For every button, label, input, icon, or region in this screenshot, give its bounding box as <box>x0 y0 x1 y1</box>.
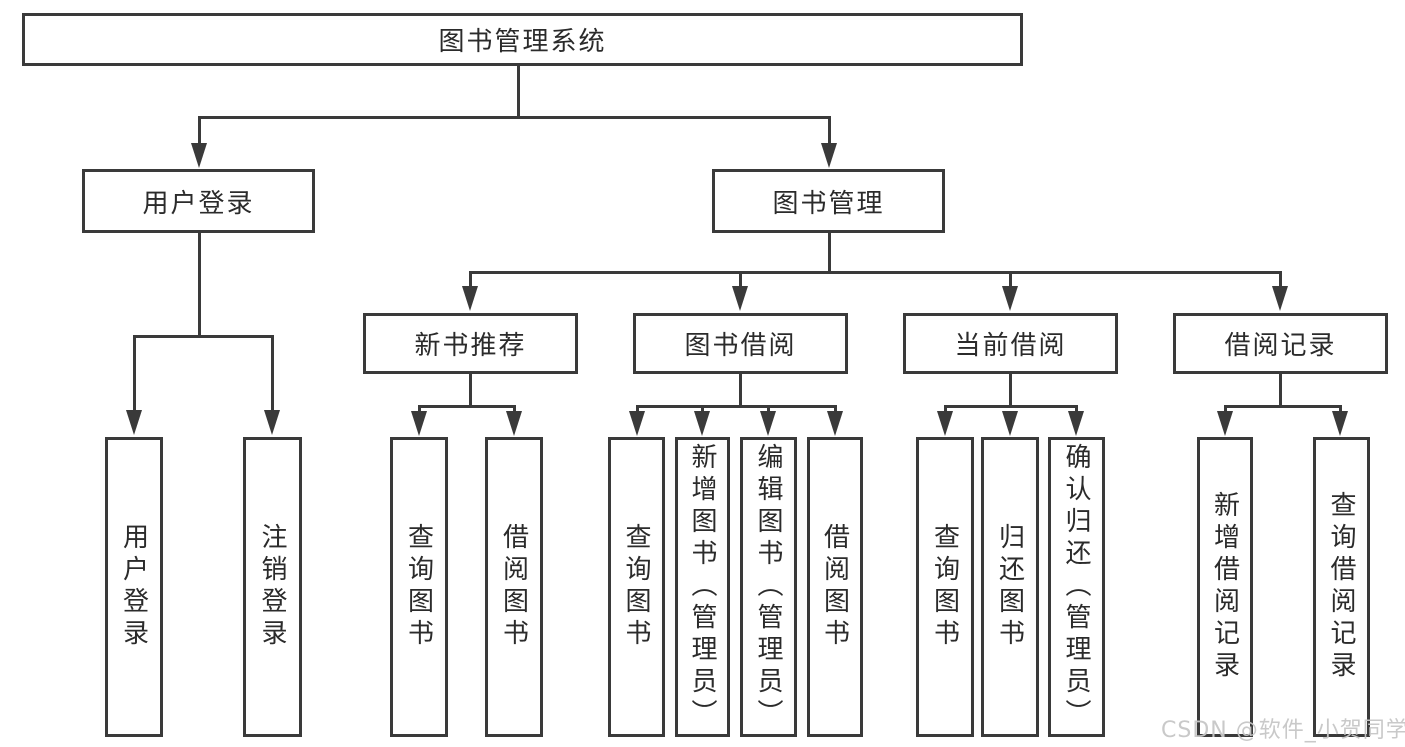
node-current-borrow-label: 当前借阅 <box>954 331 1067 361</box>
connector-stem <box>1279 374 1282 408</box>
node-book-management: 图书管理 <box>712 169 945 233</box>
node-borrow-records: 借阅记录 <box>1173 313 1388 374</box>
connector-stem <box>418 405 421 414</box>
node-book-borrow-label: 图书借阅 <box>684 331 797 361</box>
connector-stem <box>1009 374 1012 408</box>
connector-stem <box>133 335 136 412</box>
node-new-book-recommend-label: 新书推荐 <box>414 331 527 361</box>
node-borrow-records-label: 借阅记录 <box>1224 331 1337 361</box>
connector-stem <box>198 116 201 146</box>
connector-bus <box>133 335 274 338</box>
connector-bus <box>944 405 1078 408</box>
connector-l3-bus <box>469 271 1282 274</box>
arrow-down-icon <box>506 411 522 436</box>
node-current-borrow: 当前借阅 <box>903 313 1118 374</box>
arrow-down-icon <box>462 286 478 311</box>
connector-stem <box>1075 405 1078 414</box>
arrow-down-icon <box>732 286 748 311</box>
arrow-down-icon <box>694 411 710 436</box>
leaf-logout-label: 注销登录 <box>257 523 287 651</box>
leaf-borrow-book-label: 借阅图书 <box>819 523 850 651</box>
leaf-user-login-label: 用户登录 <box>118 523 149 651</box>
leaf-query-book-borrow-label: 查询图书 <box>621 523 651 651</box>
node-user-login-label: 用户登录 <box>142 188 255 219</box>
arrow-down-icon <box>264 410 280 435</box>
connector-stem <box>767 405 770 414</box>
leaf-query-book-current-label: 查询图书 <box>929 523 960 651</box>
connector-stem <box>469 271 472 288</box>
leaf-return-book: 归还图书 <box>981 437 1039 737</box>
arrow-down-icon <box>827 411 843 436</box>
leaf-user-login: 用户登录 <box>105 437 163 737</box>
leaf-add-book-admin: 新增图书（管理员） <box>675 437 730 737</box>
leaf-logout: 注销登录 <box>243 437 302 737</box>
arrow-down-icon <box>937 411 953 436</box>
connector-stem <box>739 271 742 288</box>
leaf-confirm-return-admin: 确认归还（管理员） <box>1048 437 1105 737</box>
leaf-borrow-book: 借阅图书 <box>807 437 863 737</box>
node-root-label: 图书管理系统 <box>438 27 607 57</box>
arrow-down-icon <box>411 411 427 436</box>
arrow-down-icon <box>191 143 207 168</box>
arrow-down-icon <box>1002 411 1018 436</box>
node-user-login: 用户登录 <box>82 169 315 233</box>
connector-stem <box>1279 271 1282 288</box>
arrow-down-icon <box>821 143 837 168</box>
arrow-down-icon <box>126 410 142 435</box>
arrow-down-icon <box>1217 411 1233 436</box>
connector-stem <box>636 405 639 414</box>
leaf-confirm-return-admin-label: 确认归还（管理员） <box>1061 443 1091 731</box>
leaf-query-book-recommend-label: 查询图书 <box>403 523 434 651</box>
leaf-borrow-book-recommend-label: 借阅图书 <box>498 523 529 651</box>
leaf-query-borrow-record-label: 查询借阅记录 <box>1326 491 1356 683</box>
arrow-down-icon <box>1332 411 1348 436</box>
arrow-down-icon <box>629 411 645 436</box>
leaf-query-book-borrow: 查询图书 <box>608 437 665 737</box>
connector-stem <box>828 233 831 274</box>
node-new-book-recommend: 新书推荐 <box>363 313 578 374</box>
arrow-down-icon <box>1002 286 1018 311</box>
connector-bus <box>636 405 837 408</box>
leaf-return-book-label: 归还图书 <box>994 523 1025 651</box>
leaf-add-borrow-record: 新增借阅记录 <box>1197 437 1253 737</box>
connector-bus <box>418 405 516 408</box>
connector-stem <box>944 405 947 414</box>
connector-stem <box>198 233 201 338</box>
connector-stem <box>1224 405 1227 414</box>
leaf-query-book-recommend: 查询图书 <box>390 437 448 737</box>
connector-root-stem <box>517 66 520 119</box>
leaf-add-borrow-record-label: 新增借阅记录 <box>1209 491 1240 683</box>
leaf-query-borrow-record: 查询借阅记录 <box>1313 437 1370 737</box>
node-root: 图书管理系统 <box>22 13 1023 66</box>
connector-stem <box>1339 405 1342 414</box>
arrow-down-icon <box>1272 286 1288 311</box>
connector-stem <box>834 405 837 414</box>
connector-stem <box>271 335 274 412</box>
watermark-text: CSDN @软件_小贺同学 <box>1161 718 1405 743</box>
connector-stem <box>1009 271 1012 288</box>
leaf-edit-book-admin: 编辑图书（管理员） <box>740 437 797 737</box>
leaf-edit-book-admin-label: 编辑图书（管理员） <box>753 443 783 731</box>
connector-bus <box>1224 405 1342 408</box>
connector-stem <box>701 405 704 414</box>
connector-stem <box>469 374 472 408</box>
node-book-borrow: 图书借阅 <box>633 313 848 374</box>
connector-stem <box>513 405 516 414</box>
arrow-down-icon <box>760 411 776 436</box>
arrow-down-icon <box>1068 411 1084 436</box>
leaf-borrow-book-recommend: 借阅图书 <box>485 437 543 737</box>
connector-stem <box>739 374 742 408</box>
connector-stem <box>828 116 831 146</box>
leaf-query-book-current: 查询图书 <box>916 437 974 737</box>
connector-l2-bus <box>198 116 831 119</box>
node-book-management-label: 图书管理 <box>772 188 885 219</box>
leaf-add-book-admin-label: 新增图书（管理员） <box>687 443 717 731</box>
